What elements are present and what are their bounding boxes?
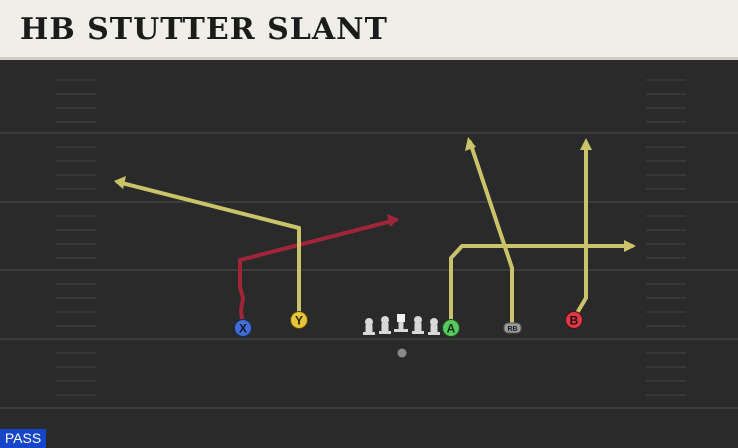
player-y-label: Y: [295, 314, 303, 328]
player-b-label: B: [570, 314, 579, 328]
hash-marks: [56, 79, 686, 396]
player-a[interactable]: A: [442, 319, 460, 337]
route-y: [116, 180, 301, 320]
lineman-icon: [412, 316, 424, 334]
route-a: [449, 244, 634, 328]
play-title: HB STUTTER SLANT: [20, 12, 388, 47]
route-b: [572, 141, 588, 320]
lineman-icon: [428, 318, 440, 335]
player-y[interactable]: Y: [290, 311, 308, 329]
lineman-icon: [379, 316, 391, 334]
field-background: [0, 63, 738, 448]
player-x[interactable]: X: [234, 319, 252, 337]
player-b[interactable]: B: [565, 311, 583, 329]
lineman-icon: [363, 318, 375, 335]
quarterback-marker: [397, 348, 407, 358]
route-a-arrowhead: [624, 240, 636, 252]
route-x: [238, 218, 398, 328]
player-a-label: A: [447, 322, 456, 336]
route-x-arrowhead: [387, 214, 399, 227]
route-rb-arrowhead: [465, 137, 476, 151]
route-b-arrowhead: [580, 138, 592, 150]
player-x-label: X: [239, 322, 247, 336]
offensive-line: [363, 314, 440, 335]
center-icon: [394, 314, 408, 332]
route-y-arrowhead: [114, 176, 126, 189]
play-type-badge: PASS: [0, 429, 46, 448]
yard-lines: [0, 132, 738, 409]
route-rb: [468, 140, 514, 328]
play-diagram: X Y A RB B: [0, 63, 738, 448]
player-rb[interactable]: RB: [503, 322, 522, 334]
title-bar: HB STUTTER SLANT: [0, 0, 738, 60]
player-rb-label: RB: [507, 326, 517, 333]
